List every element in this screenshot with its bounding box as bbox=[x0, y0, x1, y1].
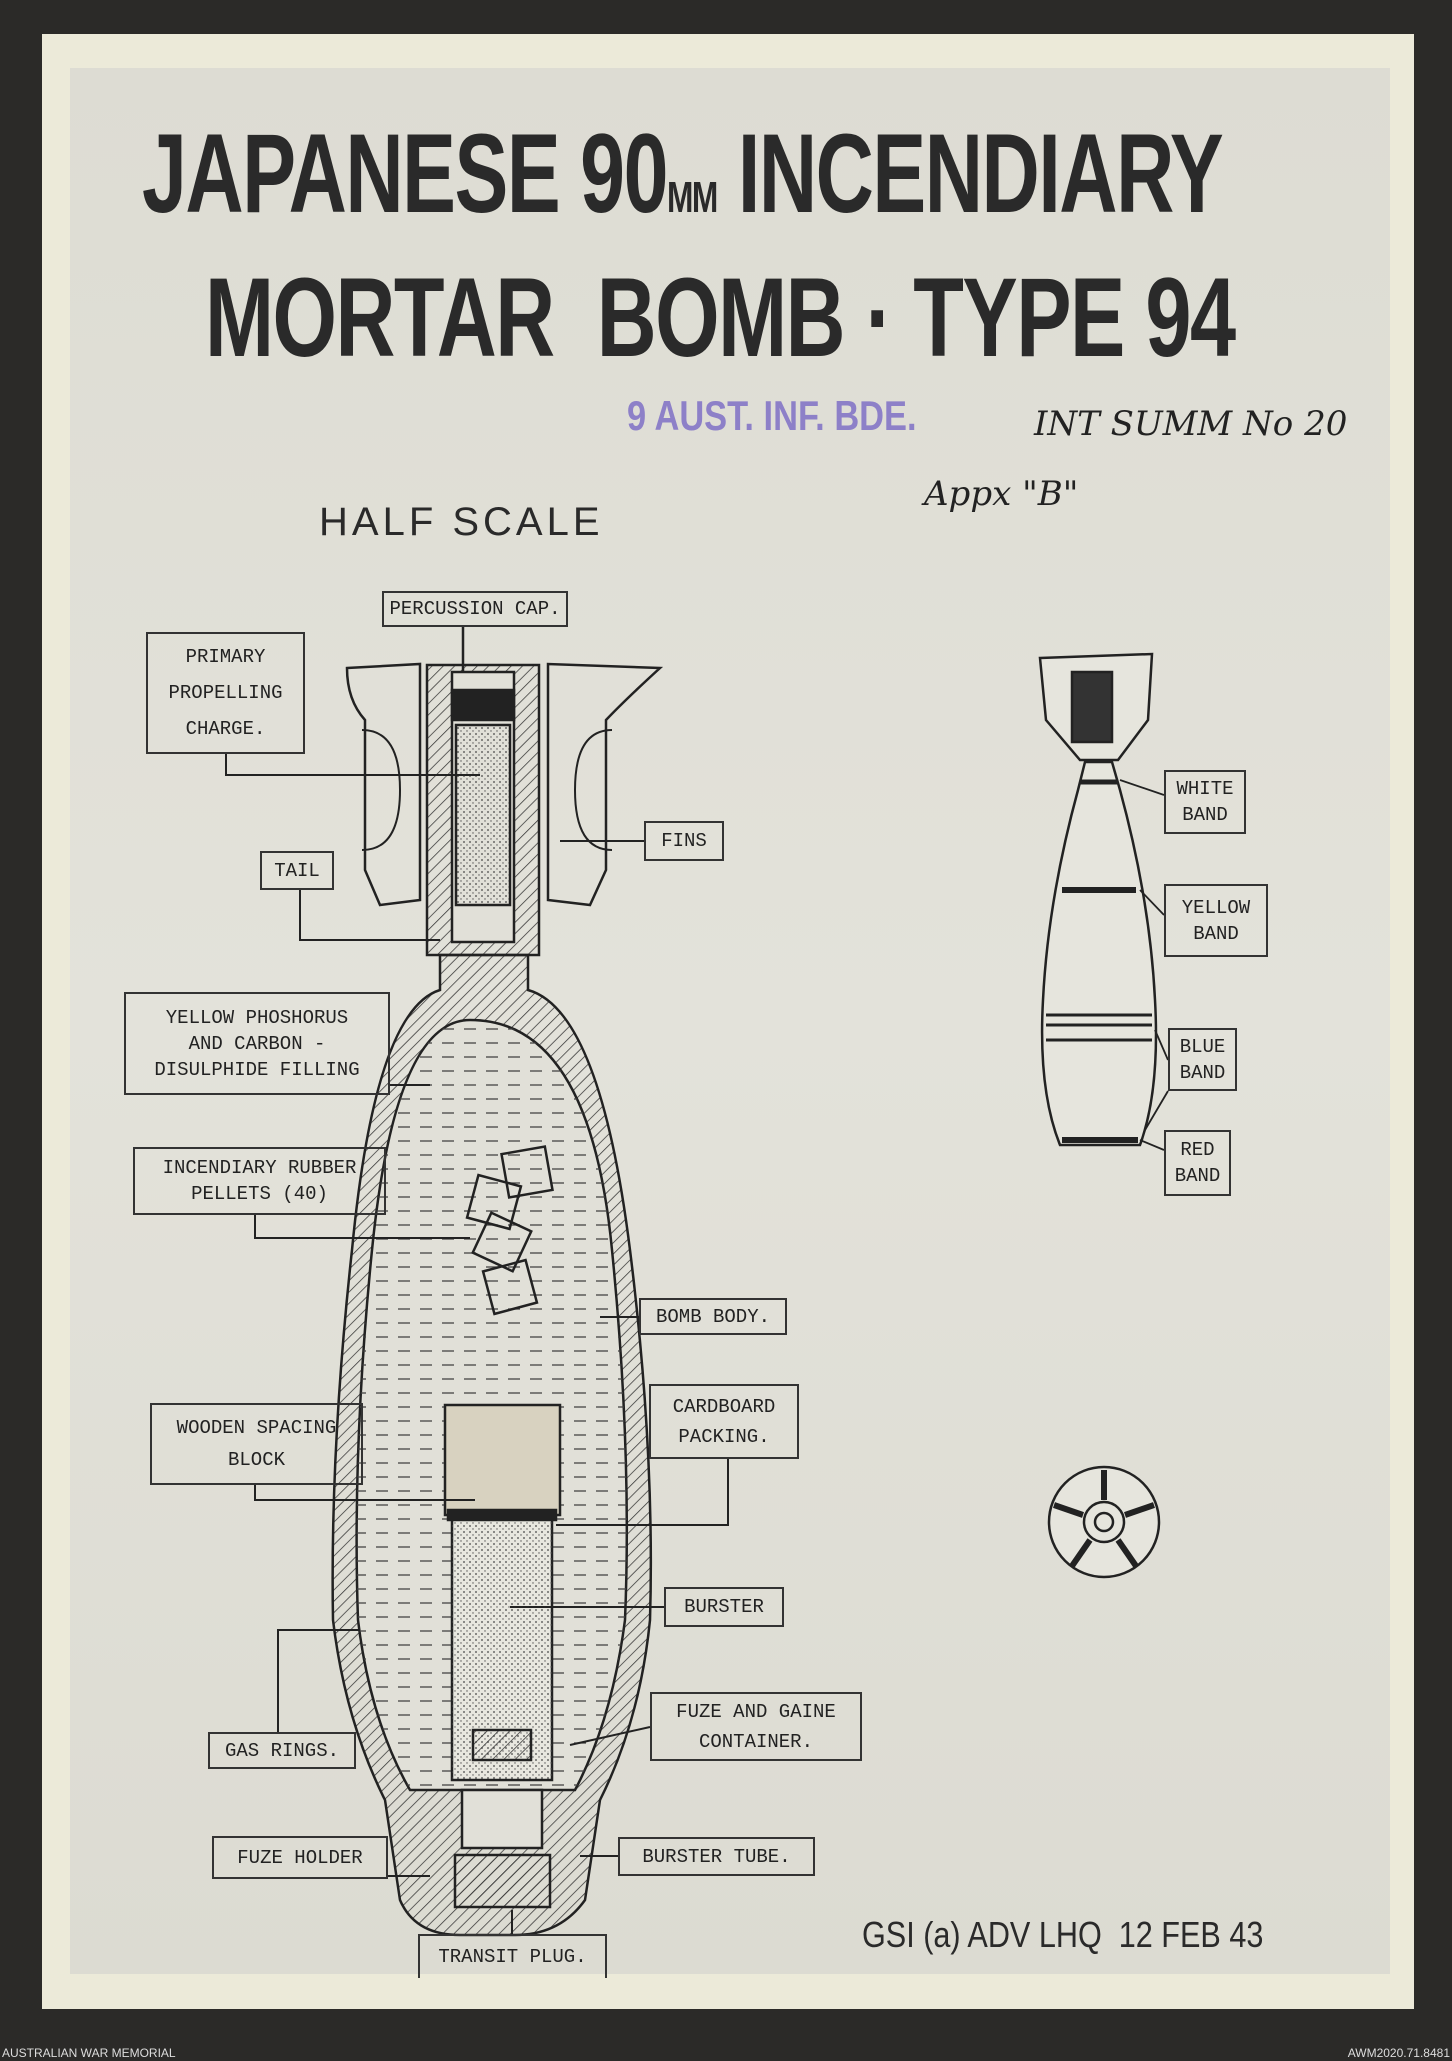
label-fuze-gaine: FUZE AND GAINE CONTAINER. bbox=[650, 1692, 862, 1761]
title-line-2: MORTAR BOMB · TYPE 94 bbox=[205, 255, 1236, 380]
scale-note: HALF SCALE bbox=[319, 500, 604, 544]
end-view bbox=[1047, 1465, 1161, 1579]
title-text: INCENDIARY bbox=[716, 111, 1224, 236]
label-gas-rings: GAS RINGS. bbox=[208, 1732, 356, 1769]
label-fuze-holder: FUZE HOLDER bbox=[212, 1836, 388, 1879]
label-burster: BURSTER bbox=[664, 1587, 784, 1627]
label-pellets: INCENDIARY RUBBER PELLETS (40) bbox=[133, 1147, 386, 1215]
side-view-bomb bbox=[1038, 652, 1158, 1147]
label-blue-band: BLUE BAND bbox=[1168, 1028, 1237, 1091]
label-yellow-band: YELLOW BAND bbox=[1164, 884, 1268, 957]
label-burster-tube: BURSTER TUBE. bbox=[618, 1837, 815, 1876]
label-cardboard-packing: CARDBOARD PACKING. bbox=[649, 1384, 799, 1459]
label-bomb-body: BOMB BODY. bbox=[639, 1298, 787, 1335]
leader-lines bbox=[225, 754, 729, 1934]
footer-accession: AWM2020.71.8481 bbox=[1347, 2046, 1450, 2060]
label-transit-plug: TRANSIT PLUG. bbox=[418, 1934, 607, 1978]
label-red-band: RED BAND bbox=[1164, 1130, 1231, 1196]
label-percussion-cap: PERCUSSION CAP. bbox=[382, 591, 568, 627]
handwritten-summary: INT SUMM No 20 bbox=[1034, 404, 1348, 444]
label-primary-charge: PRIMARY PROPELLING CHARGE. bbox=[146, 632, 305, 754]
tail-assembly bbox=[345, 625, 664, 957]
photograph bbox=[70, 68, 1390, 1974]
footer-institution: AUSTRALIAN WAR MEMORIAL bbox=[2, 2046, 176, 2060]
label-filling: YELLOW PHOSHORUS AND CARBON - DISULPHIDE… bbox=[124, 992, 390, 1095]
bomb-body bbox=[331, 953, 653, 1937]
label-wooden-block: WOODEN SPACING BLOCK bbox=[150, 1403, 363, 1485]
label-fins: FINS bbox=[644, 821, 724, 861]
handwritten-appendix: Appx "B" bbox=[924, 474, 1079, 514]
label-tail: TAIL bbox=[260, 851, 334, 890]
source-line: GSI (a) ADV LHQ 12 FEB 43 bbox=[862, 1914, 1264, 1955]
title-line-1: JAPANESE 90MM INCENDIARY bbox=[142, 118, 1224, 230]
title-text: JAPANESE 90 bbox=[142, 111, 668, 236]
title-mm: MM bbox=[666, 173, 718, 222]
unit-stamp: 9 AUST. INF. BDE. bbox=[627, 392, 917, 439]
label-white-band: WHITE BAND bbox=[1164, 770, 1246, 834]
